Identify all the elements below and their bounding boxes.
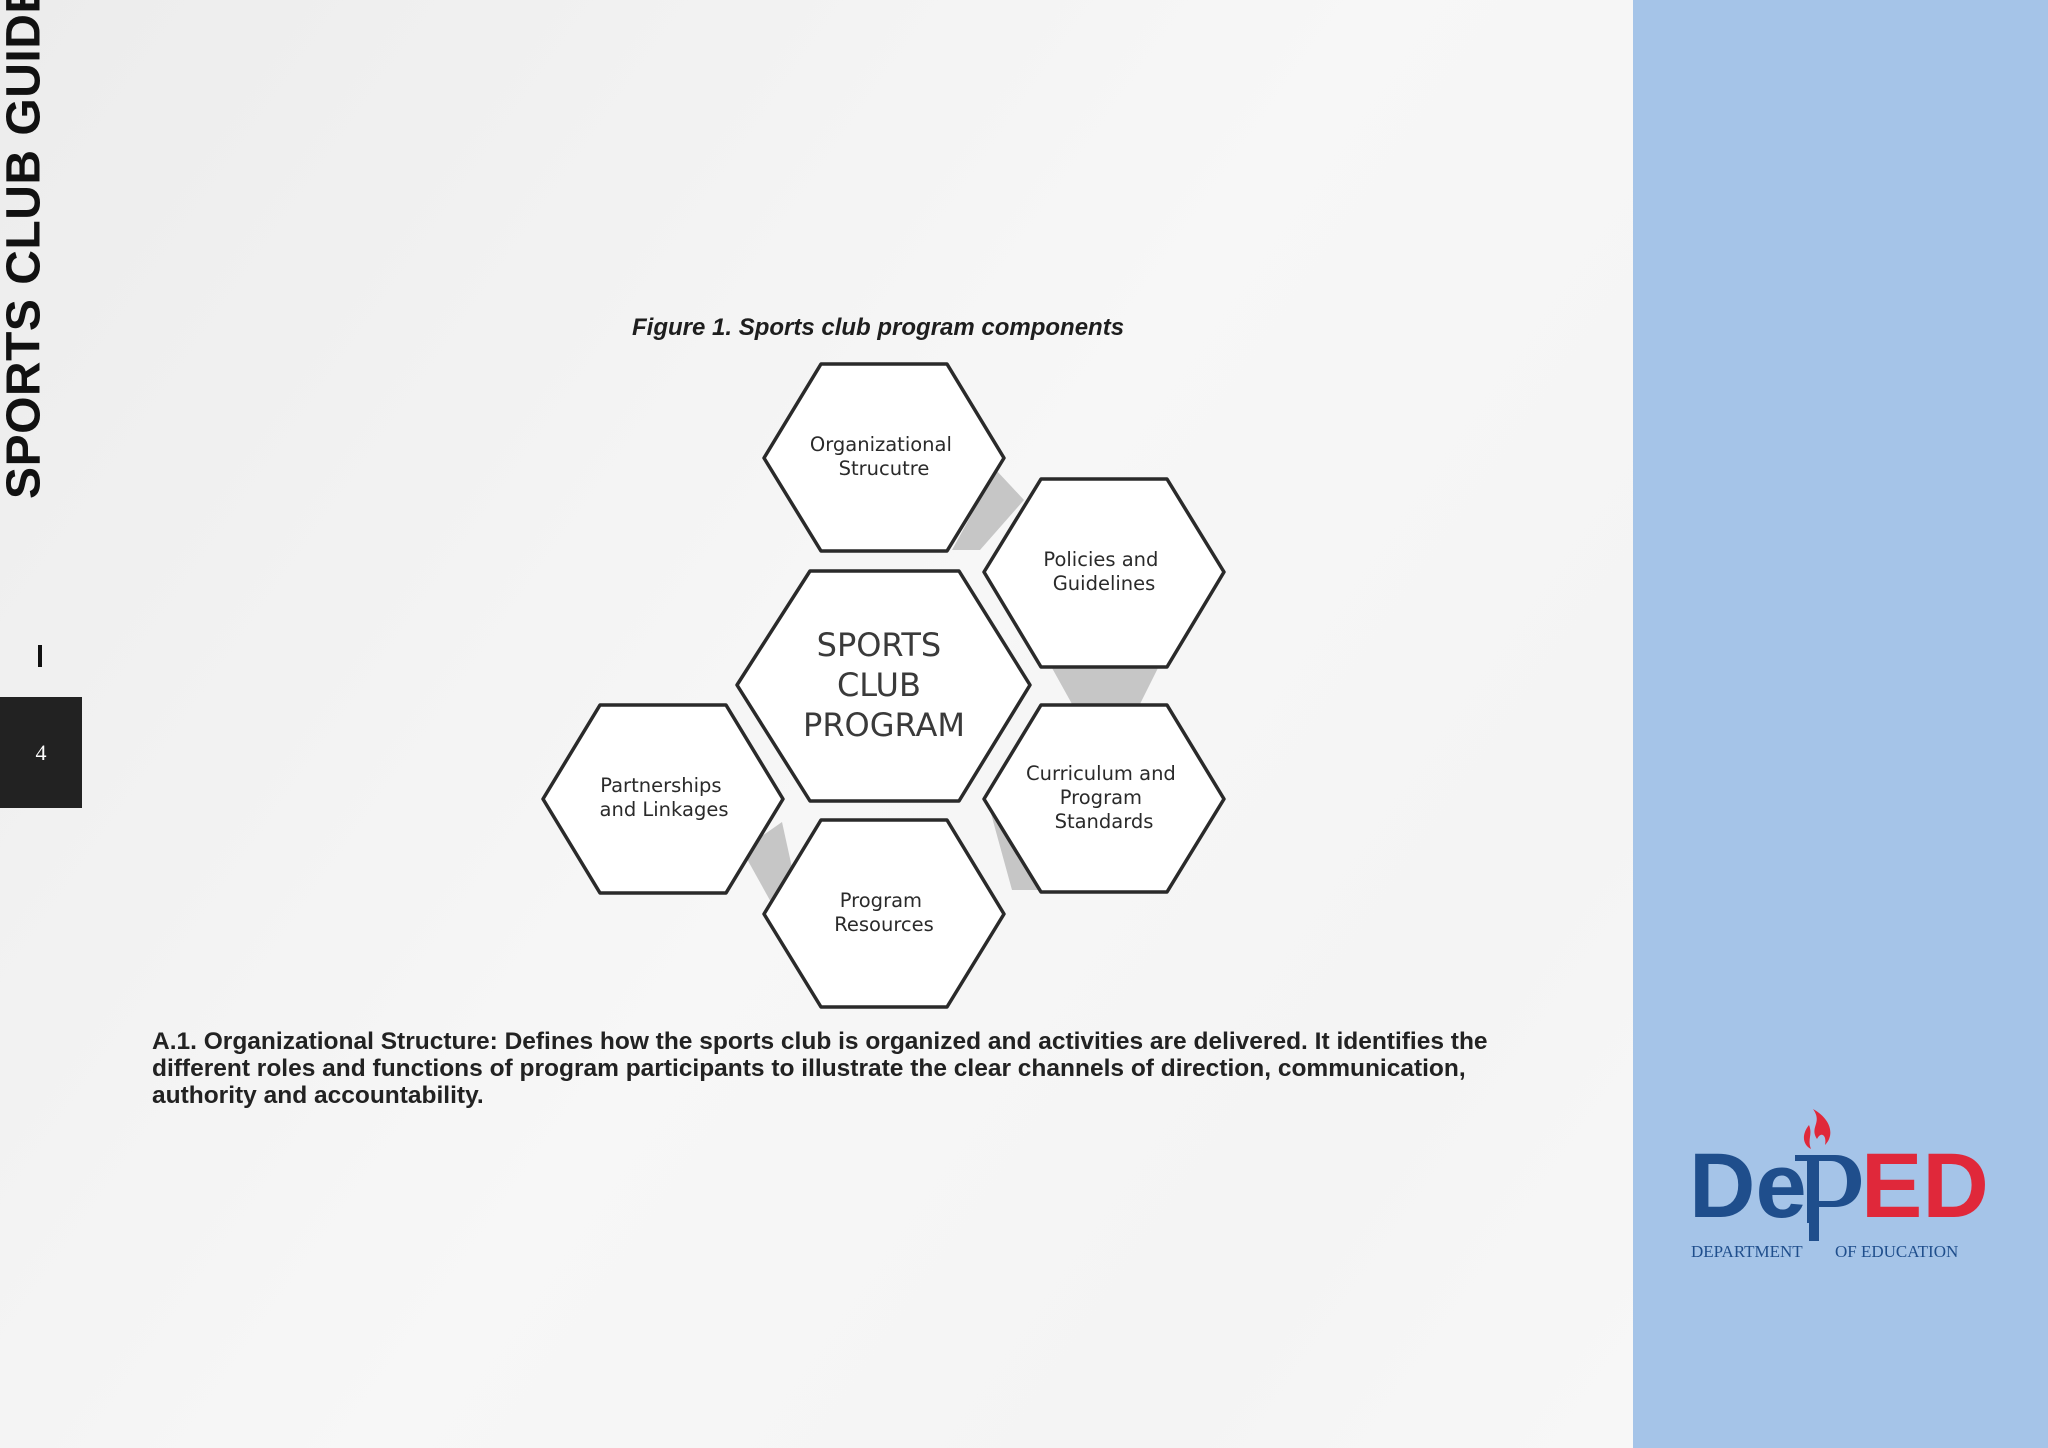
hex-program-resources [762,818,1006,1009]
torch-icon [1795,1155,1861,1241]
hex-label-policies-guidelines: Policies and Guidelines [1043,548,1164,595]
connector-policies-curriculum [1052,668,1158,704]
right-side-panel [1633,0,2048,1448]
hex-policies-guidelines [982,477,1226,669]
deped-logo: De ED DEPARTMENT OF EDUCATION [1689,1109,1989,1261]
page-number: 4 [0,697,82,808]
logo-wordmark-right: ED [1861,1135,1989,1237]
hex-label-organizational-structure: Organizational Strucutre [810,433,958,480]
hex-partnerships-linkages [541,703,785,895]
hex-curriculum-standards [982,703,1226,894]
figure-caption: Figure 1. Sports club program components [632,314,1125,341]
organizational-structure-paragraph: A.1. Organizational Structure: Defines h… [152,1028,1488,1109]
title-divider [38,645,42,667]
logo-wordmark-left: De [1689,1135,1807,1237]
hex-organizational-structure [762,362,1006,553]
hex-label-program-resources: Program Resources [834,889,934,936]
torch-flame-icon [1803,1109,1831,1149]
connector-org-policies [952,470,1024,550]
hex-label-curriculum-standards: Curriculum and Program Standards [1026,762,1182,833]
hex-label-partnerships-linkages: Partnerships and Linkages [600,774,729,821]
hex-label-sports-club-program: SPORTS CLUB PROGRAM [803,626,965,744]
hex-sports-club-program [735,569,1032,803]
logo-subtitle-left: DEPARTMENT [1691,1242,1803,1261]
logo-subtitle-right: OF EDUCATION [1835,1242,1958,1261]
